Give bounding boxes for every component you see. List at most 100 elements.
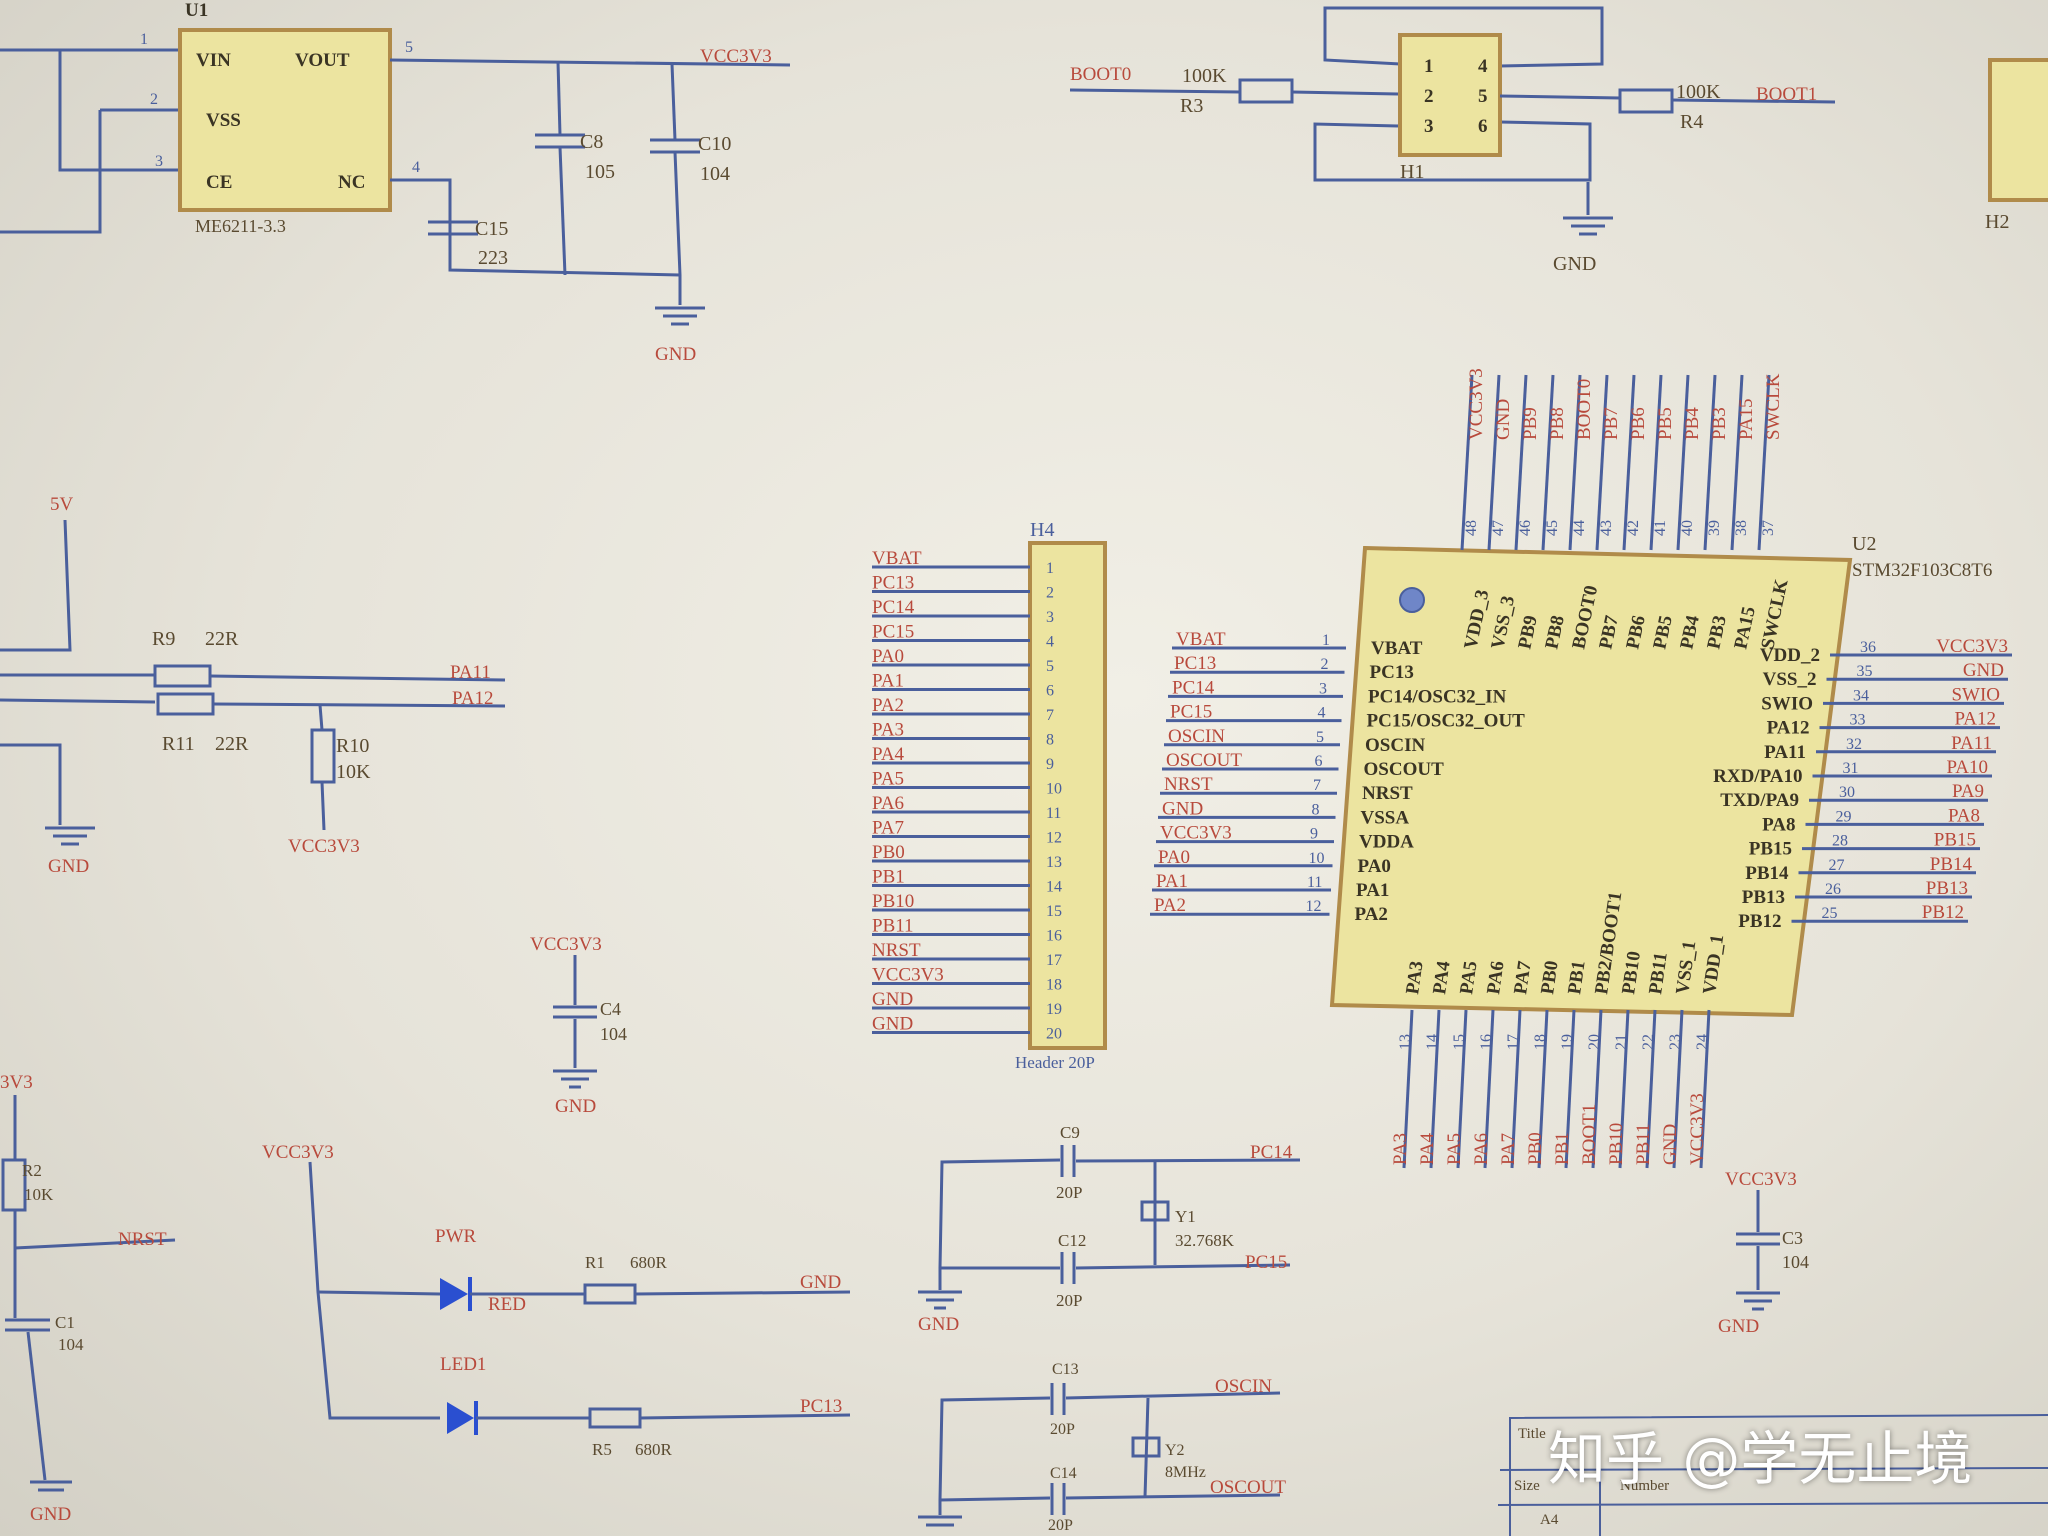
- header-net-label: NRST: [872, 940, 921, 961]
- xtal8-oscin: OSCIN: [1215, 1376, 1272, 1397]
- mcu-left-net: PC13: [1174, 653, 1216, 674]
- mcu-right-pin-name: PA11: [1764, 742, 1806, 763]
- mcu-bottom-net: BOOT1: [1579, 1104, 1600, 1165]
- c4-ref: C4: [600, 999, 621, 1019]
- led1-diode: [447, 1402, 474, 1434]
- mcu-right-pin-number: 32: [1846, 736, 1862, 753]
- c14-ref: C14: [1050, 1465, 1077, 1482]
- mcu-left-net: VBAT: [1176, 629, 1226, 650]
- mcu-bottom-wire: [1483, 1009, 1495, 1169]
- r3-value: 100K: [1182, 65, 1227, 87]
- mcu-bottom-net: PB10: [1606, 1123, 1627, 1165]
- header-net-label: PA6: [872, 793, 904, 814]
- mcu-bottom-wire: [1591, 1009, 1603, 1169]
- xtal32-section: GND C9 20P C12 20P Y1 32.768K PC14 PC15: [918, 1123, 1301, 1335]
- c13-value: 20P: [1050, 1421, 1075, 1438]
- mcu-bottom-pin-number: 14: [1424, 1034, 1441, 1050]
- c10-value: 104: [700, 163, 730, 185]
- mcu-bottom-pin-number: 23: [1667, 1034, 1684, 1050]
- pin-vin: VIN: [196, 50, 231, 71]
- r9-ref: R9: [152, 628, 175, 650]
- mcu-left-pin-number: 8: [1312, 801, 1320, 818]
- header-pin-number: 11: [1046, 805, 1061, 822]
- mcu-left-pin-name: PA1: [1356, 880, 1389, 901]
- usb-section: 5V R9 22R R11 22R PA11 PA12 R10 10K VCC3…: [0, 494, 506, 877]
- pin1-marker: [1399, 587, 1425, 613]
- mcu-left-pin-name: PC15/OSC32_OUT: [1367, 711, 1526, 732]
- size-value: A4: [1540, 1512, 1559, 1528]
- mcu-left-pin-number: 9: [1310, 826, 1318, 843]
- mcu-right-pin-number: 33: [1850, 712, 1866, 729]
- c4-vcc: VCC3V3: [530, 934, 602, 955]
- header-net-label: PA2: [872, 695, 904, 716]
- mcu-bottom-pin-number: 19: [1559, 1034, 1576, 1050]
- r3-resistor: [1238, 78, 1294, 104]
- header-pin-number: 14: [1046, 879, 1062, 896]
- mcu-right-pin-name: PA12: [1767, 718, 1810, 739]
- mcu-left-pin-number: 5: [1316, 729, 1324, 746]
- regulator-section: U1 VIN VSS CE VOUT NC 1 2 3 5 4 ME6211-3…: [0, 0, 791, 365]
- y2-ref: Y2: [1165, 1442, 1185, 1459]
- header-net-label: PA7: [872, 818, 904, 839]
- boot-switch-h1: [1398, 33, 1502, 157]
- mcu-top-wire: [1676, 374, 1690, 551]
- mcu-right-pin-name: TXD/PA9: [1720, 790, 1799, 811]
- mcu-bottom-pin-name: PA5: [1456, 960, 1481, 996]
- c3-gnd: GND: [1718, 1316, 1759, 1337]
- mcu-top-net: PB9: [1520, 407, 1541, 440]
- mcu-top-net: PB5: [1655, 407, 1676, 440]
- h1-pin: 5: [1478, 86, 1488, 107]
- mcu-top-pin-number: 42: [1625, 520, 1642, 536]
- pwr-label: PWR: [435, 1226, 477, 1247]
- mcu-right-net: PA10: [1946, 757, 1988, 778]
- mcu-right-pin-name: PA8: [1762, 814, 1795, 835]
- pin-nc: NC: [338, 172, 365, 193]
- mcu-bottom-pin-number: 13: [1397, 1034, 1414, 1050]
- mcu-right-pin-number: 34: [1853, 687, 1869, 704]
- header-pin-number: 18: [1046, 977, 1062, 994]
- mcu-top-wire: [1757, 374, 1771, 551]
- header-pin-number: 4: [1046, 634, 1054, 651]
- c9-value: 20P: [1056, 1183, 1082, 1202]
- c12-ref: C12: [1058, 1231, 1086, 1250]
- mcu-bottom-wire: [1456, 1009, 1468, 1169]
- mcu-bottom-net: PA4: [1417, 1132, 1438, 1165]
- mcu-top-pin-number: 40: [1679, 520, 1696, 536]
- header-pin-number: 1: [1046, 560, 1054, 577]
- header-pin-number: 5: [1046, 658, 1054, 675]
- mcu-left-pin-name: OSCIN: [1365, 735, 1425, 756]
- gnd-label: GND: [655, 344, 696, 365]
- c3-vcc: VCC3V3: [1725, 1169, 1797, 1190]
- r11-value: 22R: [215, 733, 249, 755]
- header-h4: [1028, 541, 1107, 1050]
- reset-net: 3V3: [0, 1072, 33, 1093]
- r3-ref: R3: [1180, 95, 1203, 117]
- xtal8-section: C13 20P C14 20P Y2 8MHz OSCIN OSCOUT: [918, 1361, 1286, 1534]
- mcu-left-net: VCC3V3: [1160, 823, 1232, 844]
- mcu-bottom-pin-name: PA3: [1402, 960, 1427, 996]
- mcu-left-net: OSCIN: [1168, 726, 1225, 747]
- boot0-net: BOOT0: [1070, 64, 1131, 85]
- h2-component: [1988, 58, 2048, 202]
- mcu-left-pin-name: VSSA: [1361, 807, 1410, 828]
- mcu-bottom-wire: [1564, 1009, 1576, 1169]
- mcu-top-wire: [1487, 374, 1501, 551]
- mcu-bottom-net: PB0: [1525, 1132, 1546, 1165]
- xtal32-pc14: PC14: [1250, 1142, 1293, 1163]
- mcu-left-pin-name: VDDA: [1359, 832, 1414, 853]
- mcu-left-pin-number: 11: [1307, 874, 1322, 891]
- c4-value: 104: [600, 1024, 627, 1044]
- mcu-left-net: PC15: [1170, 702, 1212, 723]
- mcu-right-net: PA11: [1951, 733, 1992, 754]
- mcu-bottom-pin-number: 17: [1505, 1034, 1522, 1050]
- xtal32-pc15: PC15: [1245, 1252, 1287, 1273]
- net-pa12: PA12: [452, 688, 494, 709]
- mcu-right-pin-number: 26: [1825, 881, 1841, 898]
- usb-gnd: GND: [48, 856, 89, 877]
- mcu-top-net: PA15: [1736, 398, 1757, 440]
- led-section: VCC3V3 PWR RED R1 680R GND LED1 R5 680R …: [262, 1142, 851, 1459]
- led-pc13: PC13: [800, 1396, 842, 1417]
- regulator-ic: [178, 28, 392, 212]
- mcu-left-pin-name: PA0: [1358, 856, 1391, 877]
